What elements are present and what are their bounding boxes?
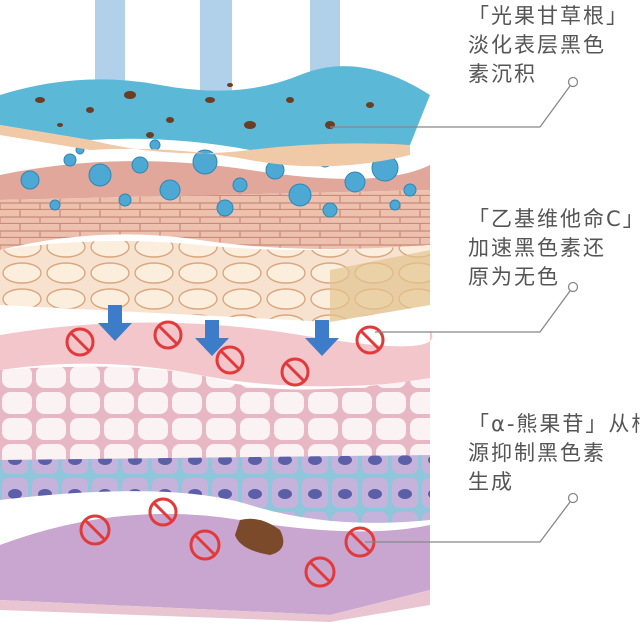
penetration-arrows <box>98 305 339 356</box>
ingredient-name: 「光果甘草根」 <box>468 4 629 28</box>
effect-line: 素沉积 <box>468 62 537 86</box>
effect-line: 原为无色 <box>468 265 560 289</box>
light-beams <box>95 0 340 120</box>
effect-line: 源抑制黑色素 <box>468 441 606 465</box>
inhibit-icons <box>65 320 385 588</box>
annotation-licorice: 「光果甘草根」 淡化表层黑色 素沉积 <box>468 2 640 89</box>
callout-lines <box>330 76 579 543</box>
annotation-arbutin: 「α-熊果苷」从根 源抑制黑色素 生成 <box>468 410 640 497</box>
cell-layer <box>0 322 433 523</box>
effect-line: 淡化表层黑色 <box>468 33 606 57</box>
ingredient-name: 「乙基维他命C」 <box>468 207 640 231</box>
annotation-vitamin-c: 「乙基维他命C」 加速黑色素还 原为无色 <box>468 205 640 292</box>
effect-line: 加速黑色素还 <box>468 236 606 260</box>
surface-layer <box>0 66 430 167</box>
dermis-layer <box>0 161 430 322</box>
ingredient-name: 「α-熊果苷」从根 <box>468 412 640 436</box>
effect-line: 生成 <box>468 470 514 494</box>
